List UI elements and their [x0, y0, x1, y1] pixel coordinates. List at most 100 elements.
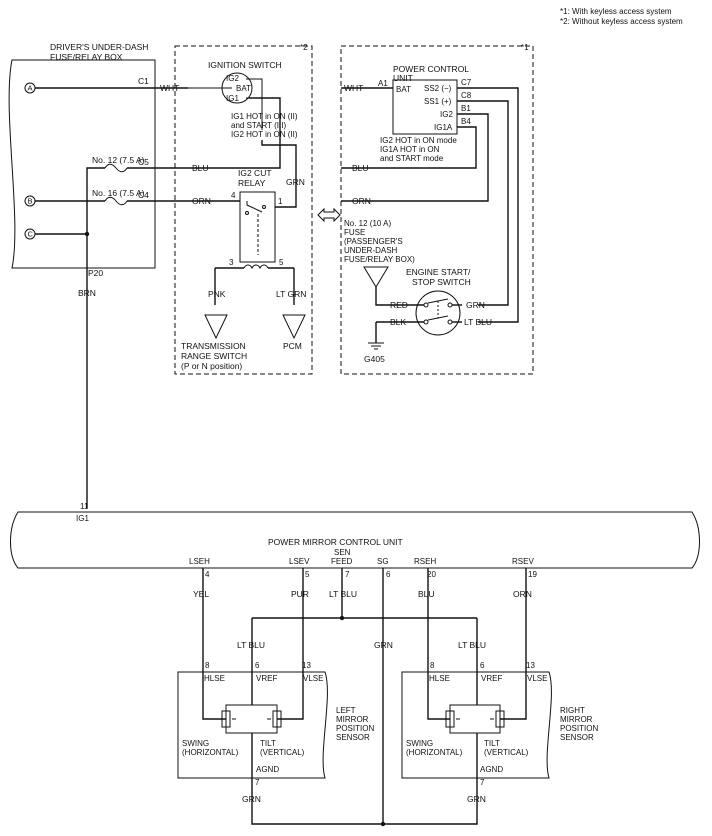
relay-pin5: 5 — [279, 258, 284, 267]
right-tilt-line1: TILT — [484, 739, 500, 748]
wire-ltgrn-ign-label: LT GRN — [276, 289, 306, 299]
ess-title-line2: STOP SWITCH — [412, 277, 471, 287]
wire-red-label: RED — [390, 300, 408, 310]
driver-fuse-relay-box: DRIVER'S UNDER-DASH FUSE/RELAY BOX C1 C5… — [8, 42, 156, 278]
pcu-pin-b1: B1 — [461, 104, 471, 113]
wire-wht-label: WHT — [160, 83, 179, 93]
right-tilt-line2: (VERTICAL) — [484, 748, 529, 757]
pcu-ig1a: IG1A — [434, 123, 453, 132]
mcu-title: POWER MIRROR CONTROL UNIT — [268, 537, 403, 547]
wire-blu-pcu-label: BLU — [352, 163, 369, 173]
pcm-icon — [282, 314, 306, 340]
left-agnd: AGND — [256, 765, 279, 774]
ign-note-line3: IG2 HOT in ON (II) — [231, 130, 298, 139]
mcu-rseh: RSEH — [414, 557, 436, 566]
right-mirror-position-sensor: 8 6 13 HLSE VREF VLSE SWING (HORIZONTAL)… — [401, 661, 598, 787]
left-pin-6: 6 — [255, 661, 260, 670]
ig2-terminal: IG2 — [226, 74, 239, 83]
pcu-fuse-line5: FUSE/RELAY BOX) — [344, 255, 415, 264]
wire-blu-label: BLU — [192, 163, 209, 173]
mcu-lseh: LSEH — [189, 557, 210, 566]
left-sensor-name-2: MIRROR — [336, 715, 369, 724]
right-pin-7: 7 — [480, 778, 485, 787]
mcu-rsev: RSEV — [512, 557, 534, 566]
pcu-ss1: SS1 (+) — [424, 97, 452, 106]
connector-b-label: B — [28, 197, 33, 206]
right-sensor-name-4: SENSOR — [560, 733, 594, 742]
pcu-ig2: IG2 — [440, 110, 453, 119]
ign-note-line1: IG1 HOT in ON (II) — [231, 112, 298, 121]
power-control-unit-box — [392, 79, 458, 135]
ignition-switch-panel: *2 IGNITION SWITCH IG2 BAT IG1 IG1 HOT i… — [174, 43, 313, 375]
left-pin-8: 8 — [205, 661, 210, 670]
panel-marker-2: *2 — [300, 43, 308, 52]
power-control-panel: *1 POWER CONTROL UNIT A1 BAT SS2 (−) SS1… — [340, 43, 534, 375]
connector-c-label: C — [28, 230, 34, 239]
connector-a-label: A — [28, 84, 33, 93]
ess-title-line1: ENGINE START/ — [406, 267, 471, 277]
mcu-pin-5: 5 — [305, 570, 310, 579]
ig2-cut-relay-icon — [239, 191, 276, 263]
mcu-sg: SG — [377, 557, 389, 566]
fuse-no16-icon — [104, 196, 128, 206]
wire-ltblu-mcu-label: LT BLU — [329, 589, 357, 599]
mcu-pin-19: 19 — [528, 570, 537, 579]
fuse-box-title-line1: DRIVER'S UNDER-DASH — [50, 42, 148, 52]
right-pin-8: 8 — [430, 661, 435, 670]
left-sensor-name-4: SENSOR — [336, 733, 370, 742]
right-swing-line1: SWING — [406, 739, 433, 748]
pin-c5: C5 — [138, 157, 149, 167]
relay-pin3: 3 — [229, 258, 234, 267]
wire-blk-label: BLK — [390, 317, 406, 327]
pcu-fuse-line3: (PASSENGER'S — [344, 237, 403, 246]
right-swing-line2: (HORIZONTAL) — [406, 748, 463, 757]
fuse-box-title-line2: FUSE/RELAY BOX — [50, 52, 123, 62]
wire-orn-mcu-label: ORN — [513, 589, 532, 599]
pcu-title-line1: POWER CONTROL — [393, 64, 469, 74]
pcu-pin-a1: A1 — [378, 79, 388, 88]
trans-switch-line1: TRANSMISSION — [181, 341, 246, 351]
mcu-pin-20: 20 — [427, 570, 436, 579]
wire-grn-ign-label: GRN — [286, 177, 305, 187]
right-sensor-name-1: RIGHT — [560, 706, 585, 715]
right-hlse: HLSE — [429, 674, 450, 683]
pcu-fuse-line1: No. 12 (10 A) — [344, 219, 391, 228]
alternate-system-arrow-icon — [317, 207, 341, 223]
wire-ltblu-ess-label: LT BLU — [464, 317, 492, 327]
pcu-pin-b4: B4 — [461, 117, 471, 126]
ign-note-line2: and START (III) — [231, 121, 286, 130]
bat-terminal: BAT — [236, 84, 251, 93]
left-vref: VREF — [256, 674, 277, 683]
pcu-fuse-line2: FUSE — [344, 228, 365, 237]
left-tilt-line1: TILT — [260, 739, 276, 748]
trans-switch-line3: (P or N position) — [181, 361, 242, 371]
mcu-pin-11: 11 — [80, 502, 89, 511]
wire-orn-pcu-label: ORN — [352, 196, 371, 206]
fuse-no12-icon — [104, 163, 128, 173]
wire-grn-right-agnd-label: GRN — [467, 794, 486, 804]
wire-pur-label: PUR — [291, 589, 309, 599]
wire-grn-left-agnd-label: GRN — [242, 794, 261, 804]
mcu-lsev: LSEV — [289, 557, 310, 566]
mcu-senfeed-1: SEN — [334, 548, 351, 557]
wire-yel-label: YEL — [193, 589, 209, 599]
wire-pnk-label: PNK — [208, 289, 226, 299]
left-tilt-line2: (VERTICAL) — [260, 748, 305, 757]
left-vlse: VLSE — [303, 674, 323, 683]
relay-coil-icon — [243, 264, 269, 270]
right-vref: VREF — [481, 674, 502, 683]
pin-p20: P20 — [88, 268, 103, 278]
pcu-note-line2: IG1A HOT in ON — [380, 145, 440, 154]
right-agnd: AGND — [480, 765, 503, 774]
ignition-switch-title: IGNITION SWITCH — [208, 60, 282, 70]
left-tilt-potentiometer-icon — [272, 710, 282, 728]
pcu-bat: BAT — [396, 85, 411, 94]
pcu-pin-c7: C7 — [461, 78, 472, 87]
wire-orn-label: ORN — [192, 196, 211, 206]
right-vlse: VLSE — [527, 674, 547, 683]
mcu-senfeed-2: FEED — [331, 557, 353, 566]
fuse-no12-label: No. 12 (7.5 A) — [92, 155, 145, 165]
right-sensor-name-3: POSITION — [560, 724, 598, 733]
wire-ltblu-left-label: LT BLU — [237, 640, 265, 650]
